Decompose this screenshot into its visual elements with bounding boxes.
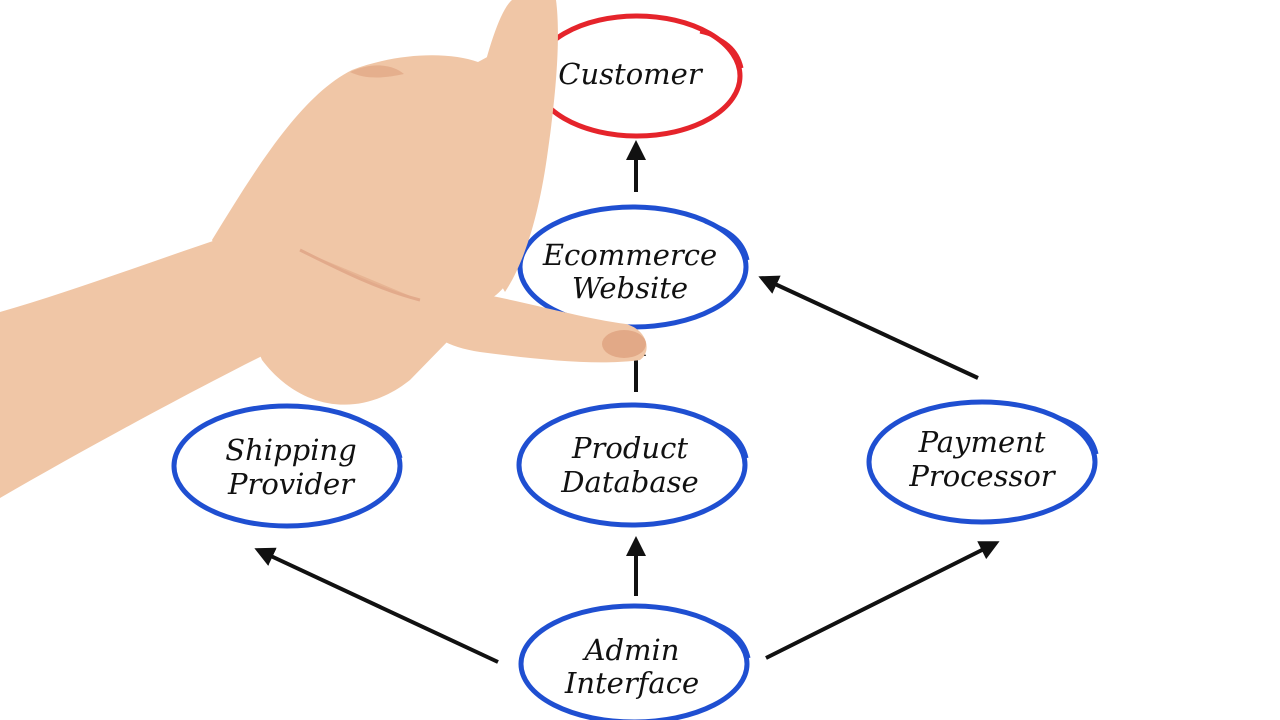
node-admin-label-line2: Interface (564, 666, 699, 700)
node-shipping: Shipping Provider (171, 403, 403, 529)
arrow-admin-to-shipping (254, 547, 499, 664)
node-ecommerce-label-line2: Website (572, 271, 688, 305)
node-admin-label-line1: Admin (582, 633, 680, 667)
node-payment-outline (866, 399, 1098, 525)
node-payment-label-line2: Processor (908, 459, 1056, 493)
arrow-payment-to-ecommerce (758, 275, 979, 380)
edges (254, 140, 1000, 664)
node-customer-label: Customer (558, 57, 704, 91)
node-payment-stroke-tail (1053, 414, 1099, 455)
node-customer: Customer (531, 13, 744, 139)
node-product-stroke-tail (703, 418, 749, 459)
node-shipping-label-line2: Provider (227, 467, 356, 501)
pointing-hand-icon (0, 0, 647, 498)
node-payment: Payment Processor (866, 399, 1099, 525)
node-product-outline (516, 402, 748, 528)
node-ecommerce-stroke-tail (704, 220, 750, 261)
node-customer-stroke-tail (699, 30, 744, 69)
node-shipping-stroke-tail (357, 418, 403, 459)
node-admin-outline (518, 603, 750, 720)
node-product-label-line2: Database (560, 465, 698, 499)
node-ecommerce: Ecommerce Website (517, 204, 750, 330)
node-shipping-label-line1: Shipping (225, 433, 356, 467)
node-product-label-line1: Product (571, 431, 688, 465)
arrow-admin-to-payment (765, 541, 1000, 660)
node-admin: Admin Interface (518, 603, 751, 720)
node-shipping-outline (171, 403, 403, 529)
node-payment-label-line1: Payment (918, 425, 1046, 459)
node-ecommerce-label-line1: Ecommerce (542, 238, 717, 272)
node-product: Product Database (516, 402, 749, 528)
node-admin-stroke-tail (705, 618, 751, 659)
